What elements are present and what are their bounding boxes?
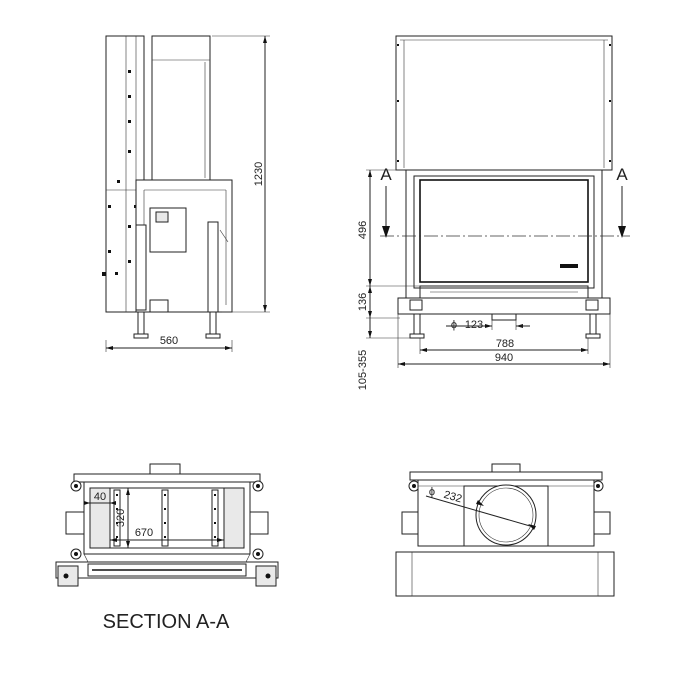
front-view: A A 496 136 ϕ 123 788 [357, 35, 630, 390]
section-marker-left: A [380, 165, 392, 184]
section-a-a-view: 40 320 670 SECTION A-A [55, 463, 279, 633]
side-height-label: 1230 [253, 162, 265, 186]
section-title: SECTION A-A [103, 611, 230, 633]
section-marker-right: A [616, 165, 628, 184]
dim-136: 136 [357, 293, 369, 311]
flue-diameter-symbol: ϕ [451, 319, 457, 331]
dim-232: 232 [442, 489, 463, 506]
dim-flue: 123 [465, 319, 483, 331]
dim-320: 320 [115, 509, 127, 527]
dim-788: 788 [496, 338, 514, 350]
dim-feet: 105-355 [357, 350, 369, 390]
side-width-label: 560 [160, 335, 178, 347]
dim-496: 496 [357, 221, 369, 239]
top-view: ϕ 232 [395, 463, 615, 597]
dim-670: 670 [135, 527, 153, 539]
side-view: 560 1230 [102, 35, 270, 352]
dim-40: 40 [94, 491, 106, 503]
top-diameter-symbol: ϕ [429, 486, 435, 498]
dim-940: 940 [495, 352, 513, 364]
